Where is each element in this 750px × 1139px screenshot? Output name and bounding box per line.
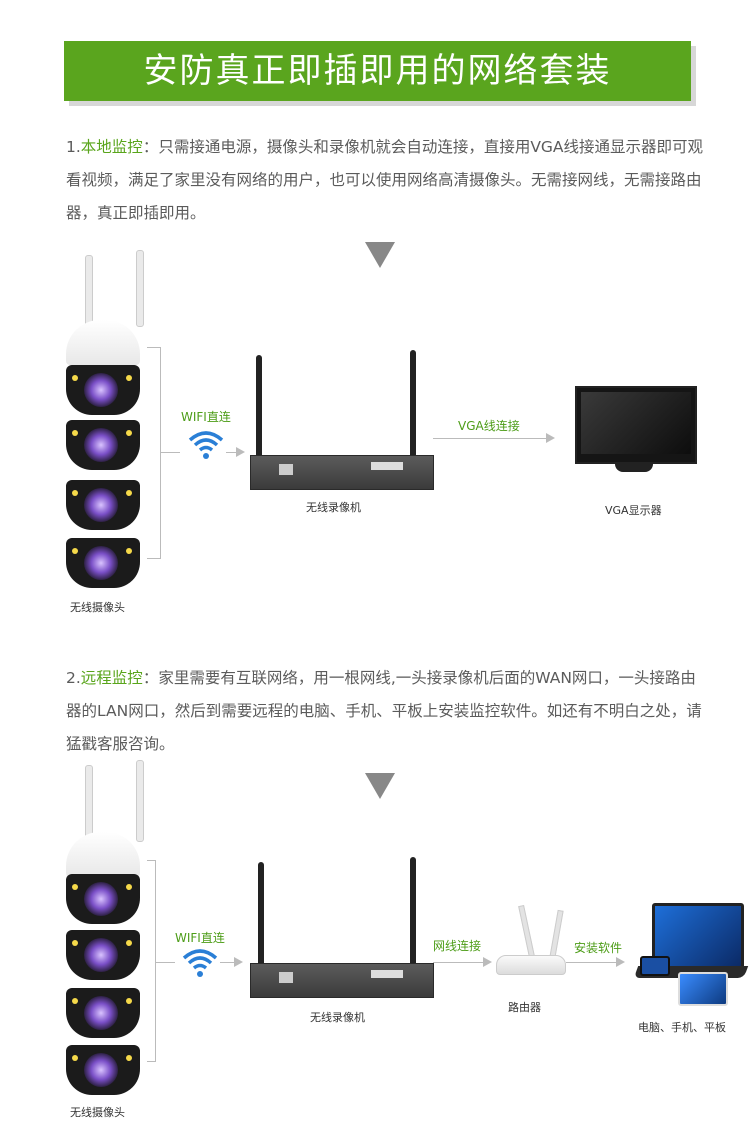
phone-icon: [640, 956, 670, 976]
camera-antenna-icon: [136, 760, 144, 842]
monitor-label: VGA显示器: [605, 504, 662, 517]
section1-description: 1.本地监控：只需接通电源，摄像头和录像机就会自动连接，直接用VGA线接通显示器…: [66, 131, 706, 230]
section2-keyword: 远程监控: [80, 669, 143, 687]
camera-antenna-icon: [136, 250, 144, 327]
connector-line: [155, 962, 175, 963]
tablet-icon: [678, 972, 728, 1006]
router-icon: [496, 955, 566, 975]
arrow-head-icon: [546, 433, 555, 443]
connector-line: [220, 962, 234, 963]
nvr-antenna-icon: [256, 355, 262, 460]
camera-icon: [66, 538, 140, 598]
connector-line: [160, 452, 180, 453]
nvr-label: 无线录像机: [310, 1011, 365, 1024]
section2-description: 2.远程监控：家里需要有互联网络，用一根网线,一头接录像机后面的WAN网口，一头…: [66, 662, 706, 761]
nvr-icon: [250, 455, 434, 490]
camera-icon: [66, 320, 140, 420]
camera-icon: [66, 420, 140, 480]
nvr-antenna-icon: [410, 857, 416, 967]
devices-label: 电脑、手机、平板: [638, 1021, 726, 1034]
router-antenna-icon: [518, 904, 536, 963]
wifi-label: WIFI直连: [181, 410, 231, 424]
camera-icon: [66, 930, 140, 990]
section2-text: ：家里需要有互联网络，用一根网线,一头接录像机后面的WAN网口，一头接路由器的L…: [66, 669, 702, 753]
banner-title: 安防真正即插即用的网络套装: [143, 51, 612, 91]
section1-keyword: 本地监控: [80, 138, 143, 156]
nvr-label: 无线录像机: [306, 501, 361, 514]
connector-line: [433, 962, 483, 963]
arrow-head-icon: [236, 447, 245, 457]
arrow-head-icon: [616, 957, 625, 967]
router-label: 路由器: [508, 1001, 541, 1014]
bracket: [147, 347, 161, 559]
down-arrow-icon: [365, 242, 395, 268]
wifi-icon: [182, 949, 218, 977]
camera-antenna-icon: [85, 765, 93, 842]
section1-number: 1.: [66, 138, 81, 156]
wifi-icon: [188, 431, 224, 459]
vga-label: VGA线连接: [458, 419, 520, 433]
nvr-icon: [250, 963, 434, 998]
camera-icon: [66, 832, 140, 932]
camera-antenna-icon: [85, 255, 93, 327]
camera-icon: [66, 1045, 140, 1101]
camera-icon: [66, 480, 140, 540]
title-banner: 安防真正即插即用的网络套装: [64, 41, 691, 101]
wifi-label: WIFI直连: [175, 931, 225, 945]
arrow-head-icon: [234, 957, 243, 967]
monitor-icon: [575, 386, 697, 464]
net-label: 网线连接: [433, 939, 482, 953]
camera-label: 无线摄像头: [70, 601, 125, 614]
software-label: 安装软件: [574, 941, 623, 955]
nvr-antenna-icon: [258, 862, 264, 970]
arrow-head-icon: [483, 957, 492, 967]
monitor-stand: [615, 462, 653, 472]
connector-line: [566, 962, 616, 963]
section2-number: 2.: [66, 669, 81, 687]
camera-icon: [66, 988, 140, 1048]
camera-label: 无线摄像头: [70, 1106, 125, 1119]
down-arrow-icon: [365, 773, 395, 799]
connector-line: [433, 438, 546, 439]
nvr-antenna-icon: [410, 350, 416, 458]
bracket: [147, 860, 156, 1062]
connector-line: [226, 452, 236, 453]
section1-text: ：只需接通电源，摄像头和录像机就会自动连接，直接用VGA线接通显示器即可观看视频…: [66, 138, 704, 222]
